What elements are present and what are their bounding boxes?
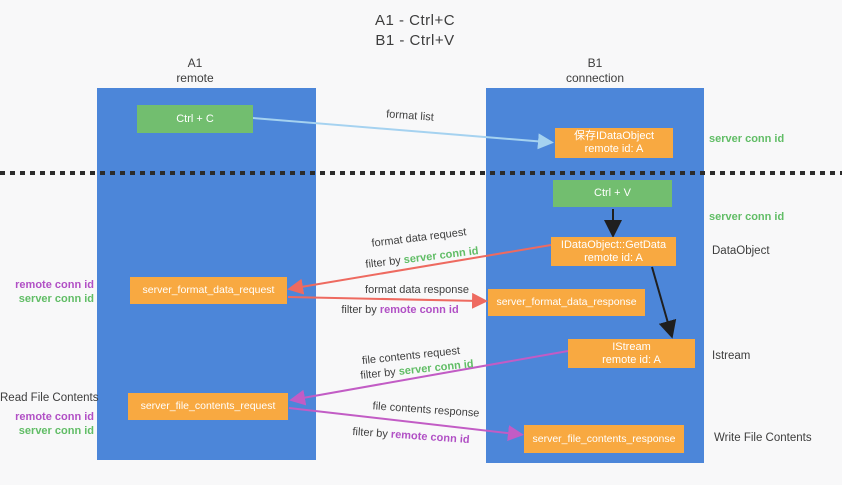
- annotation-server-conn-id: server conn id: [18, 293, 94, 305]
- server-conn-id-text: server conn id: [403, 245, 480, 267]
- lane-a1-role: remote: [176, 71, 214, 85]
- node-save-line-1: 保存IDataObject: [573, 130, 655, 142]
- node-idataobject-getdata: IDataObject::GetData remote id: A: [551, 237, 676, 266]
- remote-conn-id-text: remote conn id: [390, 428, 470, 447]
- annotation-server-conn-id: server conn id: [18, 425, 94, 437]
- arrow-format-data-response: [287, 292, 488, 309]
- annotation-conn-ids-format: remote conn id server conn id: [4, 278, 94, 306]
- filter-by-text: filter by: [359, 365, 400, 382]
- annotation-read-file-contents: Read File Contents: [0, 392, 99, 404]
- node-ctrl-c: Ctrl + C: [137, 105, 253, 133]
- node-save-idataobject: 保存IDataObject remote id: A: [555, 128, 673, 158]
- edge-label-filter-by-remote-conn-id: filter by remote conn id: [325, 304, 475, 316]
- annotation-conn-ids-file: remote conn id server conn id: [4, 410, 94, 438]
- diagram-title: A1 - Ctrl+C B1 - Ctrl+V: [0, 11, 830, 51]
- node-istream: IStream remote id: A: [568, 339, 695, 368]
- filter-by-text: filter by: [352, 425, 392, 441]
- lane-b1-role: connection: [565, 71, 625, 85]
- filter-by-text: filter by: [364, 254, 405, 271]
- node-istream-line-2: remote id: A: [602, 353, 661, 366]
- node-ctrl-v: Ctrl + V: [553, 180, 672, 207]
- node-istream-line-1: IStream: [612, 340, 651, 353]
- node-file-response-label: server_file_contents_response: [532, 432, 676, 445]
- title-line-2: B1 - Ctrl+V: [375, 32, 455, 49]
- node-ctrl-v-label: Ctrl + V: [594, 187, 631, 199]
- filter-by-text: filter by: [341, 304, 380, 316]
- node-getdata-line-2: remote id: A: [584, 251, 643, 264]
- lane-header-b1: B1 connection: [535, 56, 655, 86]
- node-format-response-label: server_format_data_response: [496, 296, 637, 308]
- node-server-format-data-response: server_format_data_response: [488, 289, 645, 316]
- edge-label-filter-by-remote-conn-id: filter by remote conn id: [336, 425, 486, 447]
- annotation-dataobject: DataObject: [712, 245, 770, 257]
- lane-header-a1: A1 remote: [135, 56, 255, 86]
- dotted-divider-line: [0, 171, 842, 175]
- annotation-server-conn-id-mid: server conn id: [709, 211, 785, 223]
- annotation-write-file-contents: Write File Contents: [714, 432, 812, 444]
- title-line-1: A1 - Ctrl+C: [374, 12, 456, 29]
- node-getdata-line-1: IDataObject::GetData: [560, 238, 667, 251]
- lane-a1-name: A1: [187, 56, 203, 70]
- annotation-server-conn-id-top: server conn id: [709, 133, 785, 145]
- node-format-request-label: server_format_data_request: [142, 284, 275, 296]
- node-ctrl-c-label: Ctrl + C: [176, 112, 214, 125]
- annotation-remote-conn-id: remote conn id: [15, 411, 94, 423]
- edge-label-format-data-response: format data response: [365, 284, 469, 296]
- node-server-file-contents-response: server_file_contents_response: [524, 425, 684, 453]
- edge-label-file-contents-response: file contents response: [372, 400, 480, 420]
- lane-b1-name: B1: [587, 56, 603, 70]
- node-server-file-contents-request: server_file_contents_request: [128, 393, 288, 420]
- annotation-remote-conn-id: remote conn id: [15, 279, 94, 291]
- annotation-istream: Istream: [712, 350, 751, 362]
- node-server-format-data-request: server_format_data_request: [130, 277, 287, 304]
- remote-conn-id-text: remote conn id: [379, 304, 459, 316]
- node-save-line-2: remote id: A: [584, 143, 644, 155]
- edge-label-format-list: format list: [385, 108, 435, 124]
- node-file-request-label: server_file_contents_request: [140, 400, 276, 412]
